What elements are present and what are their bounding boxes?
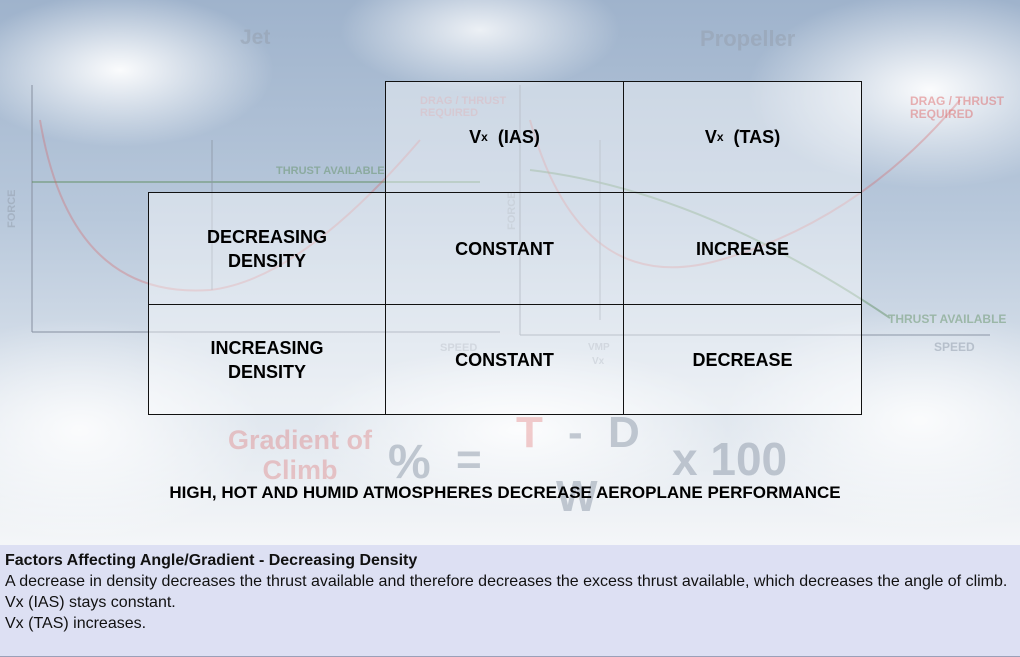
notes-line-1: A decrease in density decreases the thru… — [5, 573, 1008, 590]
speed-label-2: SPEED — [934, 340, 975, 354]
formula-percent: % — [388, 436, 431, 489]
cell-decreasing-ias: CONSTANT — [385, 192, 624, 305]
header-tas-text: (TAS) — [733, 127, 781, 147]
vmp-label: VMP — [588, 342, 610, 353]
cell-increasing-ias: CONSTANT — [385, 304, 624, 415]
row-label-increasing: INCREASING DENSITY — [148, 304, 386, 415]
vx-symbol: V — [469, 127, 482, 147]
vx-subscript: x — [716, 130, 724, 144]
formula-equals: = — [456, 435, 482, 484]
notes-line-3: Vx (TAS) increases. — [5, 615, 147, 632]
vx-symbol: V — [704, 127, 717, 147]
header-ias-text: (IAS) — [497, 127, 540, 147]
drag-thrust-label-2: DRAG / THRUST REQUIRED — [910, 94, 1004, 121]
formula-t: T — [516, 408, 543, 457]
speed-label: SPEED — [440, 342, 478, 354]
cell-increasing-tas: DECREASE — [623, 304, 862, 415]
formula-minus: - — [568, 408, 583, 457]
formula-d: D — [608, 408, 640, 457]
vx-graph-label: Vx — [592, 356, 605, 367]
speaker-notes-panel: Factors Affecting Angle/Gradient - Decre… — [0, 545, 1020, 657]
performance-statement: HIGH, HOT AND HUMID ATMOSPHERES DECREASE… — [169, 483, 841, 502]
cell-decreasing-tas: INCREASE — [623, 192, 862, 305]
vx-subscript: x — [481, 130, 488, 144]
notes-line-2: Vx (IAS) stays constant. — [5, 594, 176, 611]
notes-title: Factors Affecting Angle/Gradient - Decre… — [5, 552, 418, 569]
slide-canvas: Jet Propeller FORCE FORCE SPEED SPEED DR… — [0, 0, 1020, 545]
drag-thrust-label: DRAG / THRUST REQUIRED — [420, 95, 507, 119]
propeller-label: Propeller — [700, 26, 796, 51]
formula-w: W — [556, 472, 598, 521]
formula-x100: x 100 — [672, 433, 788, 485]
formula-gradient: Gradient of Climb — [227, 425, 372, 485]
prop-thrust-curve — [529, 169, 891, 319]
thrust-available-label: THRUST AVAILABLE — [276, 165, 385, 177]
jet-label: Jet — [240, 26, 271, 49]
background-graph — [31, 85, 990, 336]
thrust-available-label-2: THRUST AVAILABLE — [888, 312, 1007, 326]
force-label: FORCE — [6, 189, 18, 229]
row-label-decreasing: DECREASING DENSITY — [148, 192, 386, 305]
jet-drag-curve — [39, 119, 421, 292]
prop-drag-curve — [529, 99, 961, 269]
